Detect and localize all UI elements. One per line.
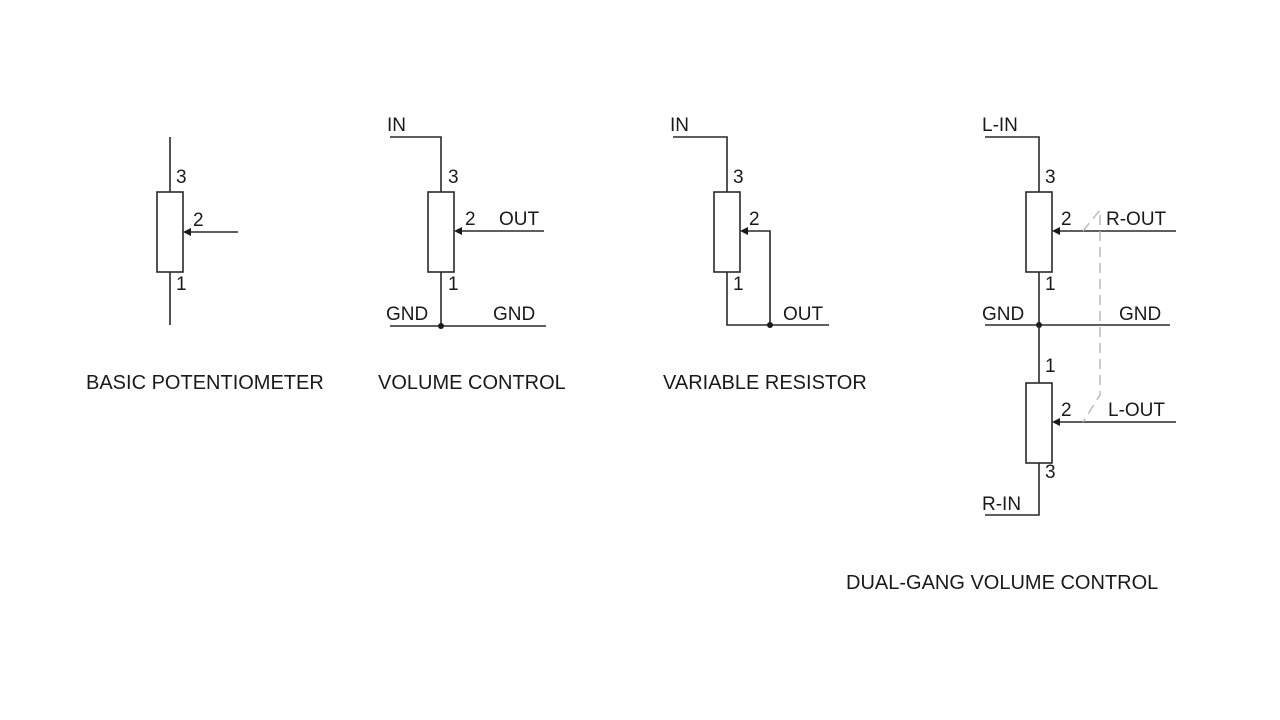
in-wire [673,136,728,192]
basic-potentiometer: 3 2 1 BASIC POTENTIOMETER [86,137,324,394]
lower-pin1-label: 1 [1045,356,1056,377]
resistor-body [713,191,741,273]
gnd-right-label: GND [1119,304,1161,325]
in-label: IN [387,115,406,136]
upper-pin2-label: 2 [1061,209,1072,230]
gnd-left-label: GND [982,304,1024,325]
lower-pin3-label: 3 [1045,462,1056,483]
wiper-loop-wire [745,230,771,325]
upper-pin1-label: 1 [1045,274,1056,295]
in-wire [390,136,442,192]
pin1-label: 1 [733,274,744,295]
wiper-arrow-icon [183,228,191,236]
wiper-arrow-icon [740,227,748,235]
r-in-label: R-IN [982,494,1021,515]
r-in-wire [985,463,1040,516]
gnd-left-label: GND [386,304,428,325]
pin3-label: 3 [733,167,744,188]
upper-wiper-arrow-icon [1052,227,1060,235]
out-label: OUT [499,209,540,230]
upper-pin3-label: 3 [1045,167,1056,188]
junction-dot [767,322,773,328]
pin2-label: 2 [465,209,476,230]
l-in-label: L-IN [982,115,1018,136]
pin3-label: 3 [448,167,459,188]
volume-control: IN 3 2 OUT 1 GND GND VOLUME CONTROL [378,115,566,394]
dual-gang-caption: DUAL-GANG VOLUME CONTROL [846,572,1158,594]
resistor-body [427,191,455,273]
junction-dot [438,323,444,329]
lower-wiper-arrow-icon [1052,418,1060,426]
gnd-right-label: GND [493,304,535,325]
in-label: IN [670,115,689,136]
l-out-label: L-OUT [1108,400,1165,421]
lower-pin2-label: 2 [1061,400,1072,421]
resistor-body [156,191,184,273]
pin1-to-out-wire [726,272,829,326]
upper-resistor-body [1025,191,1053,273]
gang-link-dashed [1082,208,1101,423]
variable-resistor-caption: VARIABLE RESISTOR [663,372,867,394]
pin1-label: 1 [448,274,459,295]
pin1-label: 1 [176,274,187,295]
wiper-arrow-icon [454,227,462,235]
pin2-label: 2 [193,210,204,231]
lower-resistor-body [1025,382,1053,464]
dual-gang-volume-control: L-IN 3 2 R-OUT 1 GND GND 1 2 L-OUT 3 R-I… [846,115,1176,594]
pin2-label: 2 [749,209,760,230]
variable-resistor: IN 3 2 1 OUT VARIABLE RESISTOR [663,115,867,394]
out-label: OUT [783,304,824,325]
volume-control-caption: VOLUME CONTROL [378,372,566,394]
pin3-label: 3 [176,167,187,188]
r-out-label: R-OUT [1106,209,1167,230]
basic-potentiometer-caption: BASIC POTENTIOMETER [86,372,324,394]
l-in-wire [985,136,1040,192]
